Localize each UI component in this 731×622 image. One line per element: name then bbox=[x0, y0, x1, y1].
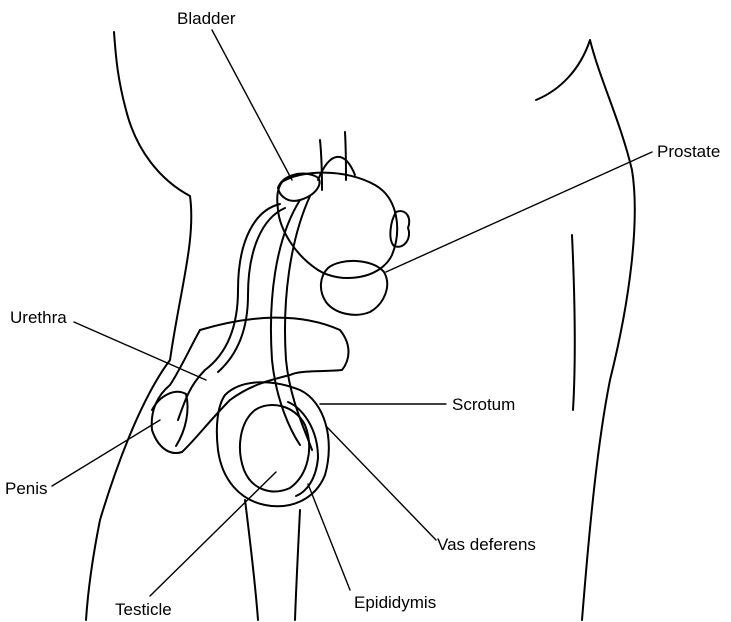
bladder-top bbox=[278, 174, 320, 201]
body-outline-left bbox=[86, 32, 191, 620]
label-bladder: Bladder bbox=[177, 10, 236, 27]
scrotum-shape bbox=[217, 382, 329, 506]
vas-deferens-c bbox=[318, 157, 355, 180]
label-testicle: Testicle bbox=[115, 601, 172, 618]
hip-crease bbox=[572, 235, 575, 410]
urethra-tube-a bbox=[178, 204, 280, 420]
penis-shape bbox=[152, 318, 349, 453]
label-scrotum: Scrotum bbox=[452, 396, 515, 413]
label-vas-deferens: Vas deferens bbox=[437, 536, 536, 553]
leader-penis bbox=[52, 420, 160, 486]
inner-thigh-line bbox=[245, 500, 258, 620]
label-penis: Penis bbox=[5, 480, 48, 497]
label-epididymis: Epididymis bbox=[354, 594, 436, 611]
label-urethra: Urethra bbox=[10, 309, 67, 326]
urethra-tube-b bbox=[218, 208, 285, 372]
leader-urethra bbox=[74, 322, 206, 380]
inner-thigh-line-2 bbox=[295, 510, 300, 620]
leader-testicle bbox=[150, 472, 276, 596]
epididymis-shape bbox=[288, 402, 318, 496]
testicle-shape bbox=[240, 405, 309, 491]
leader-vas bbox=[326, 426, 436, 540]
leader-epididymis bbox=[308, 484, 350, 590]
body-outline-right bbox=[536, 40, 635, 620]
leader-bladder bbox=[212, 30, 292, 180]
seminal-vesicle bbox=[390, 211, 409, 247]
prostate-shape bbox=[321, 261, 387, 315]
label-prostate: Prostate bbox=[657, 143, 720, 160]
leader-prostate bbox=[386, 152, 652, 272]
vas-deferens-b bbox=[285, 196, 312, 450]
waist-fold-2 bbox=[345, 132, 346, 180]
